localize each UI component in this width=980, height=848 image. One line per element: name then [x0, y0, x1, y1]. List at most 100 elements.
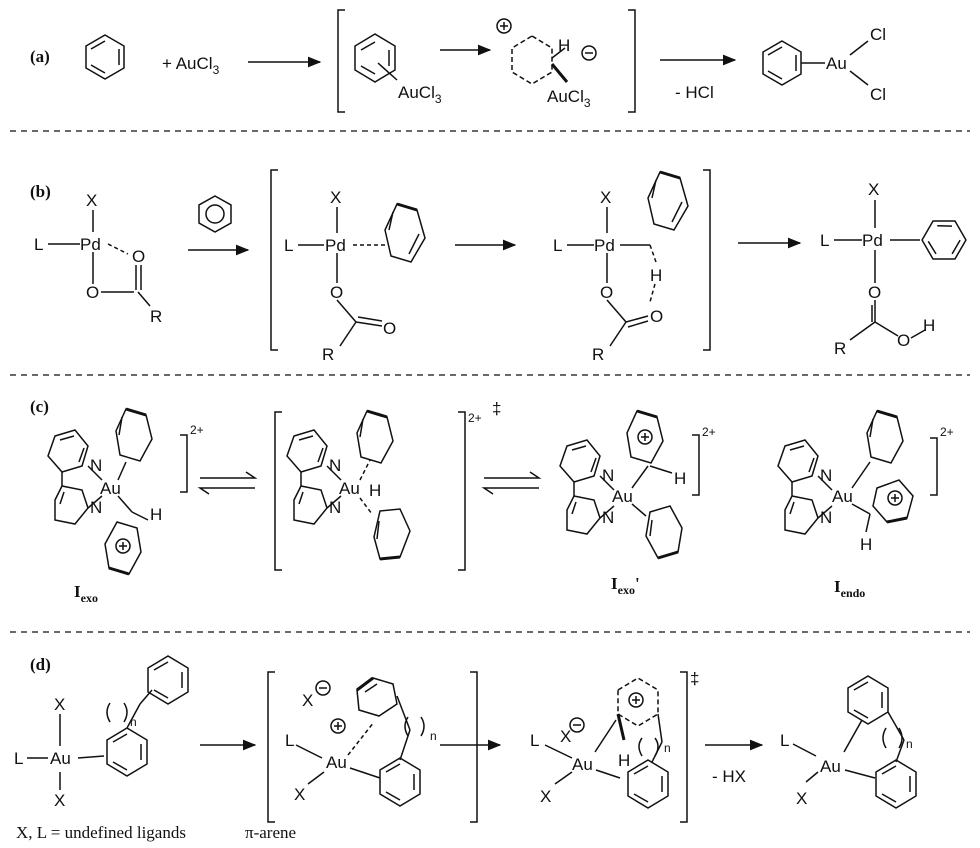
pd-cmd-transition-b	[567, 170, 689, 347]
pd-label-b4: Pd	[862, 231, 883, 250]
pd-label-b1: Pd	[80, 235, 101, 254]
phenyl-pd-product-b	[834, 200, 967, 341]
footnote-ligands: X, L = undefined ligands	[16, 823, 186, 842]
l-label-b4: L	[820, 231, 829, 250]
aucl3-label-int1: AuCl3	[398, 83, 442, 106]
au-label-d3: Au	[572, 755, 593, 774]
r-label-b1: R	[150, 307, 162, 326]
r-label-b4: R	[834, 339, 846, 358]
pd-carboxylate-reactant	[48, 210, 151, 307]
panel-d-label: (d)	[30, 655, 51, 674]
o-label-b4b: O	[897, 331, 910, 350]
cyclic-au-product-d	[792, 675, 917, 809]
complex-i-exo-prime	[559, 409, 700, 560]
x-label-d2b: X	[294, 785, 305, 804]
x-label-d4: X	[796, 789, 807, 808]
ts-symbol-c: ‡	[492, 399, 501, 418]
bracket-left-d	[267, 671, 275, 823]
o-label-b3b: O	[650, 307, 663, 326]
n-label-c4a: N	[820, 466, 832, 485]
bracket-left-b	[270, 169, 278, 351]
equilibrium-arrow-c1	[197, 471, 258, 495]
o-label-b2a: O	[330, 283, 343, 302]
equilibrium-arrow-c2	[481, 471, 542, 495]
l-label-b1: L	[34, 235, 43, 254]
bracket-right-c	[458, 411, 466, 571]
pi-complex-a	[354, 33, 398, 83]
x-label-d1a: X	[54, 695, 65, 714]
au-label-c2: Au	[339, 479, 360, 498]
pd-label-b2: Pd	[325, 236, 346, 255]
o-label-b3a: O	[600, 283, 613, 302]
complex-i-endo	[777, 409, 938, 535]
x-label-d2a: X	[302, 691, 313, 710]
bracket-right-a	[628, 9, 636, 113]
h-label-c4: H	[860, 535, 872, 554]
h-label-int2: H	[558, 36, 570, 55]
name-i-exo: Iexo	[74, 582, 98, 605]
benzene-reactant	[85, 34, 125, 80]
name-i-endo: Iendo	[834, 577, 865, 600]
au-label-d1: Au	[50, 749, 71, 768]
o-label-b2b: O	[383, 319, 396, 338]
au-label-c1: Au	[100, 479, 121, 498]
x-label-b1: X	[86, 191, 97, 210]
l-label-d4: L	[780, 731, 789, 750]
cl-label-2: Cl	[870, 85, 886, 104]
l-label-b2: L	[284, 236, 293, 255]
r-label-b3: R	[592, 345, 604, 364]
pd-label-b3: Pd	[594, 236, 615, 255]
n-label-c3a: N	[602, 466, 614, 485]
pd-pi-complex-b	[298, 202, 426, 347]
h-label-c2: H	[369, 481, 381, 500]
n-label-c3b: N	[602, 508, 614, 527]
x-label-d3b: X	[540, 787, 551, 806]
h-label-b4: H	[923, 316, 935, 335]
aucl3-label-int2: AuCl3	[547, 87, 591, 110]
cl-label-1: Cl	[870, 25, 886, 44]
complex-transition-state-c	[286, 409, 411, 561]
panel-b-label: (b)	[30, 182, 51, 201]
bracket-left-a	[337, 9, 345, 113]
x-label-b4: X	[868, 180, 879, 199]
n-label-c2a: N	[329, 456, 341, 475]
o-label-b4a: O	[868, 283, 881, 302]
charge-c3: 2+	[702, 425, 716, 439]
bracket-right-b	[703, 169, 711, 351]
au-label-c3: Au	[612, 487, 633, 506]
h-label-c3: H	[674, 469, 686, 488]
h-label-d3: H	[618, 751, 630, 770]
arrow-label-hcl: - HCl	[675, 83, 714, 102]
h-label-b3: H	[650, 266, 662, 285]
l-label-b3: L	[553, 236, 562, 255]
phenyl-aucl2-product	[762, 40, 869, 86]
au-label-c4: Au	[832, 487, 853, 506]
au-label-d4: Au	[820, 757, 841, 776]
pi-arene-complex-d	[295, 676, 425, 807]
panel-c-label: (c)	[30, 397, 49, 416]
section-dividers	[10, 130, 970, 633]
aucl3-reagent: + AuCl3	[162, 54, 220, 77]
x-label-d3a: X	[560, 727, 571, 746]
x-label-d1b: X	[54, 791, 65, 810]
panel-c: (c) N	[30, 397, 954, 605]
l-label-d2: L	[285, 731, 294, 750]
au-label-prod-a: Au	[826, 54, 847, 73]
l-label-d1: L	[14, 749, 23, 768]
n-label-c4b: N	[820, 508, 832, 527]
aryl-au-reactant-d	[27, 655, 189, 790]
wheland-intermediate-a	[496, 18, 597, 85]
bracket-left-c	[274, 411, 282, 571]
n-label-c1a: N	[90, 456, 102, 475]
charge-c2: 2+	[468, 411, 482, 425]
panel-a-label: (a)	[30, 47, 50, 66]
bracket-right-d	[470, 671, 478, 823]
h-label-c1: H	[150, 505, 162, 524]
n-label-c2b: N	[329, 498, 341, 517]
x-label-b3: X	[600, 188, 611, 207]
ts-symbol-d: ‡	[690, 669, 699, 688]
n-label-c1b: N	[90, 498, 102, 517]
o-label-b1a: O	[132, 247, 145, 266]
au-label-d2: Au	[326, 753, 347, 772]
